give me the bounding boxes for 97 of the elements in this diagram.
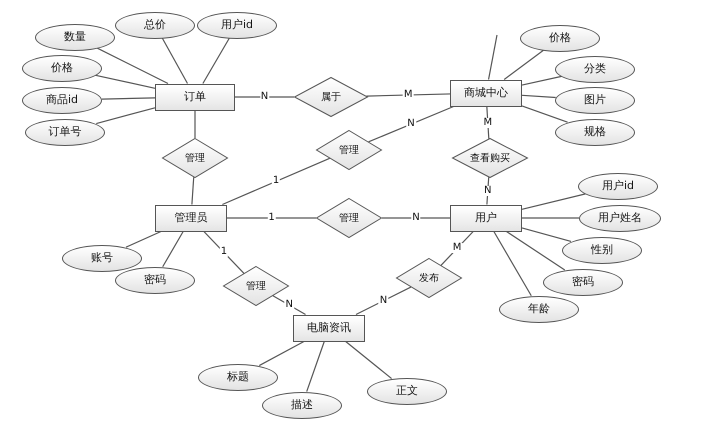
connector-line [504, 50, 544, 80]
relationship-label: 管理 [185, 152, 205, 164]
connector-line [191, 177, 194, 205]
cardinality-label: N [284, 300, 294, 310]
connector-line [126, 230, 162, 248]
entity-box [293, 314, 365, 342]
connector-line [95, 74, 156, 89]
attribute-ellipse [555, 56, 635, 82]
cardinality-label: 1 [267, 213, 276, 223]
connector-line [486, 106, 490, 139]
entity-label: 电脑资讯 [307, 322, 351, 334]
connector-line [222, 158, 330, 206]
connector-line [493, 231, 532, 296]
cardinality-label: M [482, 118, 494, 128]
attribute-label: 分类 [584, 62, 606, 76]
attribute-label: 规格 [584, 126, 606, 138]
connector-line [506, 231, 566, 270]
attribute-ellipse [35, 24, 115, 50]
entity-label: 管理员 [174, 212, 208, 224]
attribute-ellipse [115, 12, 195, 38]
attribute-label: 标题 [227, 370, 249, 384]
connector-line [96, 107, 156, 124]
attribute-label: 密码 [144, 274, 166, 286]
connector-line [194, 110, 196, 138]
cardinality-label: M [402, 90, 414, 100]
connector-line [227, 217, 316, 219]
cardinality-label: N [406, 119, 416, 130]
attribute-label: 商品id [46, 94, 78, 106]
attribute-label: 总价 [144, 18, 166, 32]
connector-line [488, 34, 498, 80]
connector-line [382, 217, 450, 219]
connector-line [522, 105, 568, 123]
connector-line [102, 97, 156, 100]
cardinality-label: N [378, 296, 388, 306]
attribute-ellipse [62, 244, 142, 272]
connector-line [235, 96, 294, 98]
attribute-label: 描述 [291, 398, 313, 412]
attribute-label: 用户id [220, 18, 254, 32]
connector-line [258, 340, 304, 366]
entity-label: 订单 [184, 90, 206, 104]
connector-line [97, 48, 168, 84]
connector-line [306, 341, 325, 392]
connector-line [486, 177, 490, 205]
attribute-label: 密码 [572, 276, 594, 288]
connector-line [345, 341, 392, 380]
entity-box [450, 204, 522, 232]
connector-line [203, 231, 244, 274]
relationship-label: 属于 [321, 92, 341, 102]
relationship-label: 查看购买 [470, 152, 510, 164]
attribute-label: 图片 [584, 94, 606, 106]
cardinality-label: N [411, 213, 421, 223]
entity-box [155, 84, 235, 110]
attribute-label: 年龄 [528, 302, 550, 316]
attribute-label: 价格 [51, 62, 73, 74]
connector-line [368, 106, 454, 142]
attribute-label: 订单号 [48, 126, 82, 138]
cardinality-label: M [452, 243, 462, 254]
relationship-label: 管理 [339, 212, 359, 224]
attribute-ellipse [22, 54, 102, 82]
attribute-label: 用户姓名 [598, 212, 642, 224]
connector-line [522, 193, 586, 210]
relationship-diamond [316, 130, 382, 170]
entity-box [450, 80, 522, 106]
connector-line [522, 227, 572, 242]
attribute-label: 数量 [64, 30, 86, 44]
entity-label: 商城中心 [464, 86, 508, 100]
attribute-ellipse [578, 172, 658, 200]
relationship-diamond [162, 138, 228, 178]
relationship-label: 管理 [246, 280, 266, 292]
relationship-diamond [396, 258, 462, 298]
attribute-ellipse [115, 266, 195, 294]
relationship-label: 管理 [339, 144, 359, 156]
connector-line [522, 76, 562, 86]
connector-line [522, 94, 556, 98]
cardinality-label: N [483, 186, 493, 196]
attribute-label: 账号 [91, 252, 113, 264]
relationship-diamond [316, 198, 382, 238]
attribute-label: 性别 [591, 244, 613, 256]
connector-line [162, 231, 184, 268]
relationship-diamond [452, 138, 528, 178]
attribute-label: 价格 [549, 32, 571, 44]
attribute-ellipse [25, 118, 105, 146]
attribute-label: 用户id [602, 180, 634, 192]
connector-line [366, 93, 450, 97]
connector-line [356, 286, 412, 316]
entity-label: 用户 [475, 212, 497, 224]
relationship-label: 发布 [419, 272, 439, 284]
connector-line [202, 38, 230, 84]
connector-line [522, 217, 579, 219]
cardinality-label: N [260, 92, 270, 102]
entity-box [155, 204, 227, 232]
cardinality-label: 1 [272, 176, 280, 186]
cardinality-label: 1 [220, 247, 228, 258]
attribute-ellipse [562, 236, 642, 264]
attribute-label: 正文 [396, 384, 418, 398]
relationship-diamond [294, 77, 368, 117]
connector-line [162, 38, 188, 84]
